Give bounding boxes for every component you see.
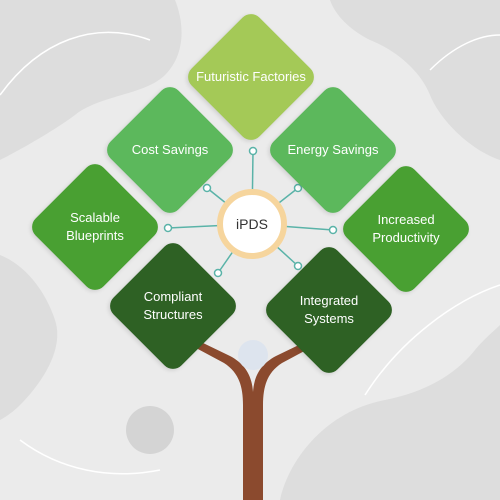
connector-dot	[328, 225, 338, 235]
leaf-label: Scalable Blueprints	[66, 210, 124, 243]
connector-dot	[248, 146, 258, 156]
connector-dot	[163, 223, 173, 233]
leaf-label: Integrated Systems	[299, 293, 359, 326]
background-curve	[19, 439, 161, 475]
background-curve	[0, 31, 151, 96]
tree-trunk	[196, 342, 310, 500]
background-circle	[126, 406, 174, 454]
background-blob	[0, 255, 58, 420]
background-curve	[364, 284, 500, 396]
tree-bud	[238, 340, 268, 370]
connector-dot	[202, 183, 212, 193]
center-hub: iPDS	[217, 189, 287, 259]
background-curve	[429, 34, 500, 71]
background-blob	[330, 0, 500, 160]
hub-label: iPDS	[236, 216, 268, 232]
leaf-label: Futuristic Factories	[196, 69, 306, 84]
leaf-label: Cost Savings	[131, 142, 209, 157]
connector-dot	[213, 268, 223, 278]
background-blob	[0, 0, 182, 160]
connector-dot	[293, 261, 303, 271]
leaf-label: Increased Productivity	[372, 212, 440, 245]
background-blob	[280, 325, 500, 500]
leaf-label: Energy Savings	[287, 142, 379, 157]
connector-dot	[293, 183, 303, 193]
leaf-label: Compliant Structures	[143, 289, 203, 322]
